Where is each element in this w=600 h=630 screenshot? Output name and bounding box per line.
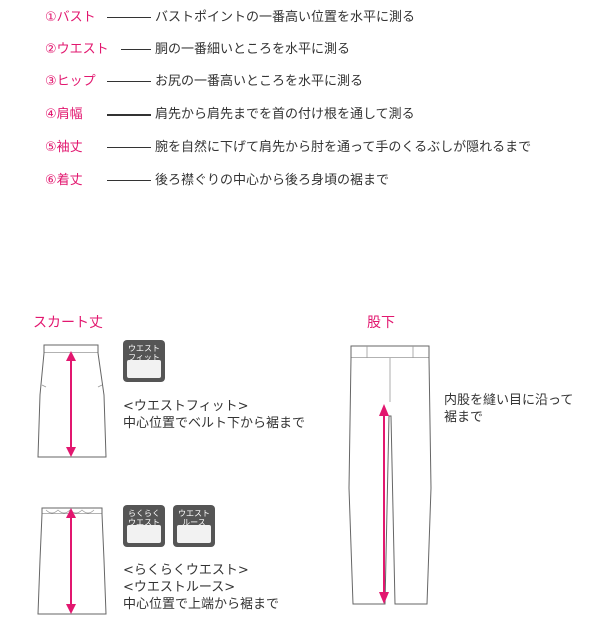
badge-label: ウエストフィット (128, 344, 160, 362)
waist-fit-desc: <ウエストフィット> 中心位置でベルト下から裾まで (123, 399, 306, 431)
leader-line (121, 49, 151, 50)
waist-fit-badge: ウエストフィット (123, 340, 165, 382)
measurement-label: ④肩幅 (45, 107, 83, 122)
measurement-desc: バストポイントの一番高い位置を水平に測る (155, 10, 416, 25)
measurement-label: ⑥着丈 (45, 173, 83, 188)
measurement-desc: 腕を自然に下げて肩先から肘を通って手のくるぶしが隠れるまで (155, 140, 532, 155)
measurement-label: ⑤袖丈 (45, 140, 83, 155)
leader-line (107, 147, 151, 148)
inseam-title: 股下 (367, 315, 395, 331)
measurement-desc: 後ろ襟ぐりの中心から後ろ身頃の裾まで (155, 173, 390, 188)
measurement-desc: お尻の一番高いところを水平に測る (155, 74, 364, 89)
measurement-label: ③ヒップ (45, 74, 96, 89)
waistband-icon (127, 525, 161, 543)
leader-line (107, 180, 151, 181)
easy-waist-badge: らくらくウエスト (123, 505, 165, 547)
waistband-icon (177, 525, 211, 543)
waistband-icon (127, 360, 161, 378)
pants-illustration (348, 345, 432, 605)
inseam-desc: 内股を縫い目に沿って 裾まで (444, 393, 574, 425)
leader-line (107, 17, 151, 18)
measurement-label: ①バスト (45, 10, 96, 25)
measurement-desc: 胴の一番細いところを水平に測る (155, 42, 351, 57)
measurement-desc: 肩先から肩先までを首の付け根を通して測る (155, 107, 415, 122)
leader-line (107, 114, 151, 116)
measurement-label: ②ウエスト (45, 42, 109, 57)
waist-loose-badge: ウエストルース (173, 505, 215, 547)
badge-label: らくらくウエスト (128, 509, 160, 527)
easy-waist-desc: <らくらくウエスト> <ウエストルース> 中心位置で上端から裾まで (123, 563, 280, 612)
skirt-easy-illustration (37, 507, 107, 615)
skirt-length-title: スカート丈 (33, 315, 103, 331)
leader-line (107, 81, 151, 82)
skirt-fit-illustration (37, 344, 107, 458)
badge-label: ウエストルース (178, 509, 210, 527)
